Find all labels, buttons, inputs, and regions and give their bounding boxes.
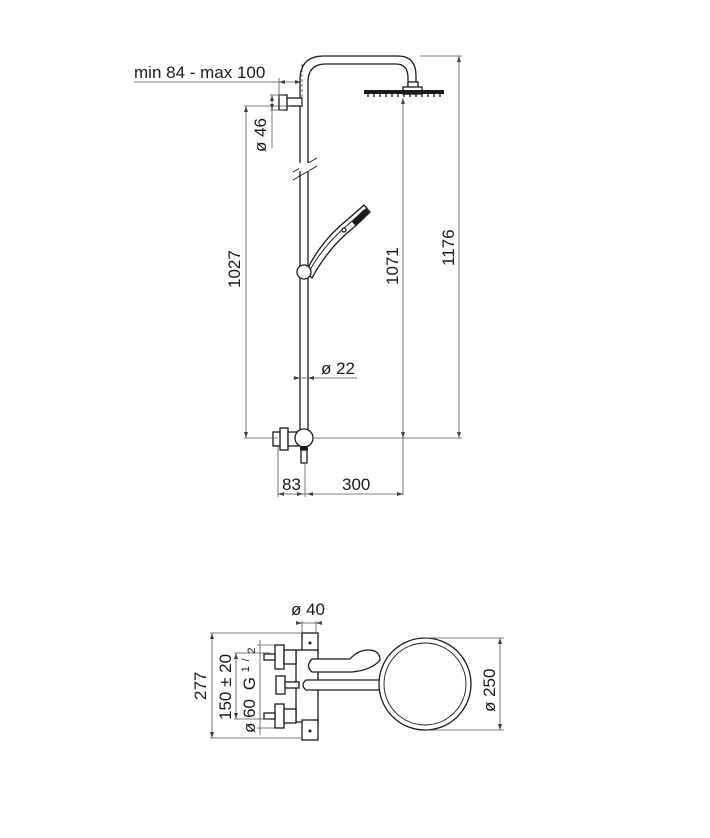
dim-inlet-centers: 150 ± 20 — [216, 652, 270, 720]
dim-1027: 1027 — [225, 105, 290, 439]
dim-277: 277 — [191, 632, 302, 739]
label-thread-den: 2 — [246, 647, 258, 653]
dim-rail-diameter: ø 22 — [293, 359, 357, 380]
label-83: 83 — [282, 475, 301, 494]
label-bracket-diameter: ø 46 — [251, 118, 270, 152]
dim-83-300: 83 300 — [277, 446, 403, 497]
dim-arm-projection: min 84 - max 100 — [134, 63, 301, 98]
rain-shower-head — [364, 81, 444, 97]
label-277: 277 — [191, 672, 210, 700]
riser-pipe — [292, 55, 417, 439]
label-escutcheon-diameter: ø 60 — [240, 699, 259, 733]
dim-bracket-diameter: ø 46 — [251, 94, 285, 152]
round-head-top — [378, 637, 472, 731]
top-view: ø 40 277 150 ± 20 ø 60 G — [191, 600, 504, 741]
side-view: min 84 - max 100 ø 46 1027 1071 — [134, 55, 462, 497]
label-thread-num: 1 — [240, 666, 252, 672]
label-1027: 1027 — [225, 250, 244, 288]
label-300: 300 — [342, 475, 370, 494]
label-thread-size: G — [240, 677, 259, 690]
dim-escutcheon: ø 60 G 1 / 2 — [234, 640, 275, 735]
label-rail-diameter: ø 22 — [321, 359, 355, 378]
label-arm-projection: min 84 - max 100 — [134, 63, 265, 82]
dim-1071: 1071 — [313, 98, 405, 495]
thermostatic-mixer — [272, 427, 314, 464]
label-inlet-centers: 150 ± 20 — [216, 654, 235, 720]
svg-text:ø 60 G 1: ø 60 G 1 / 2 — [234, 647, 259, 733]
wall-bracket — [278, 64, 303, 111]
dim-riser-diameter: ø 40 — [291, 600, 325, 633]
label-riser-diameter: ø 40 — [291, 600, 325, 619]
label-1071: 1071 — [383, 247, 402, 285]
dim-head-diameter: ø 250 — [425, 637, 504, 731]
label-head-diameter: ø 250 — [480, 669, 499, 712]
label-1176: 1176 — [439, 229, 458, 266]
dim-1176: 1176 — [405, 55, 462, 439]
hand-shower — [296, 204, 371, 280]
